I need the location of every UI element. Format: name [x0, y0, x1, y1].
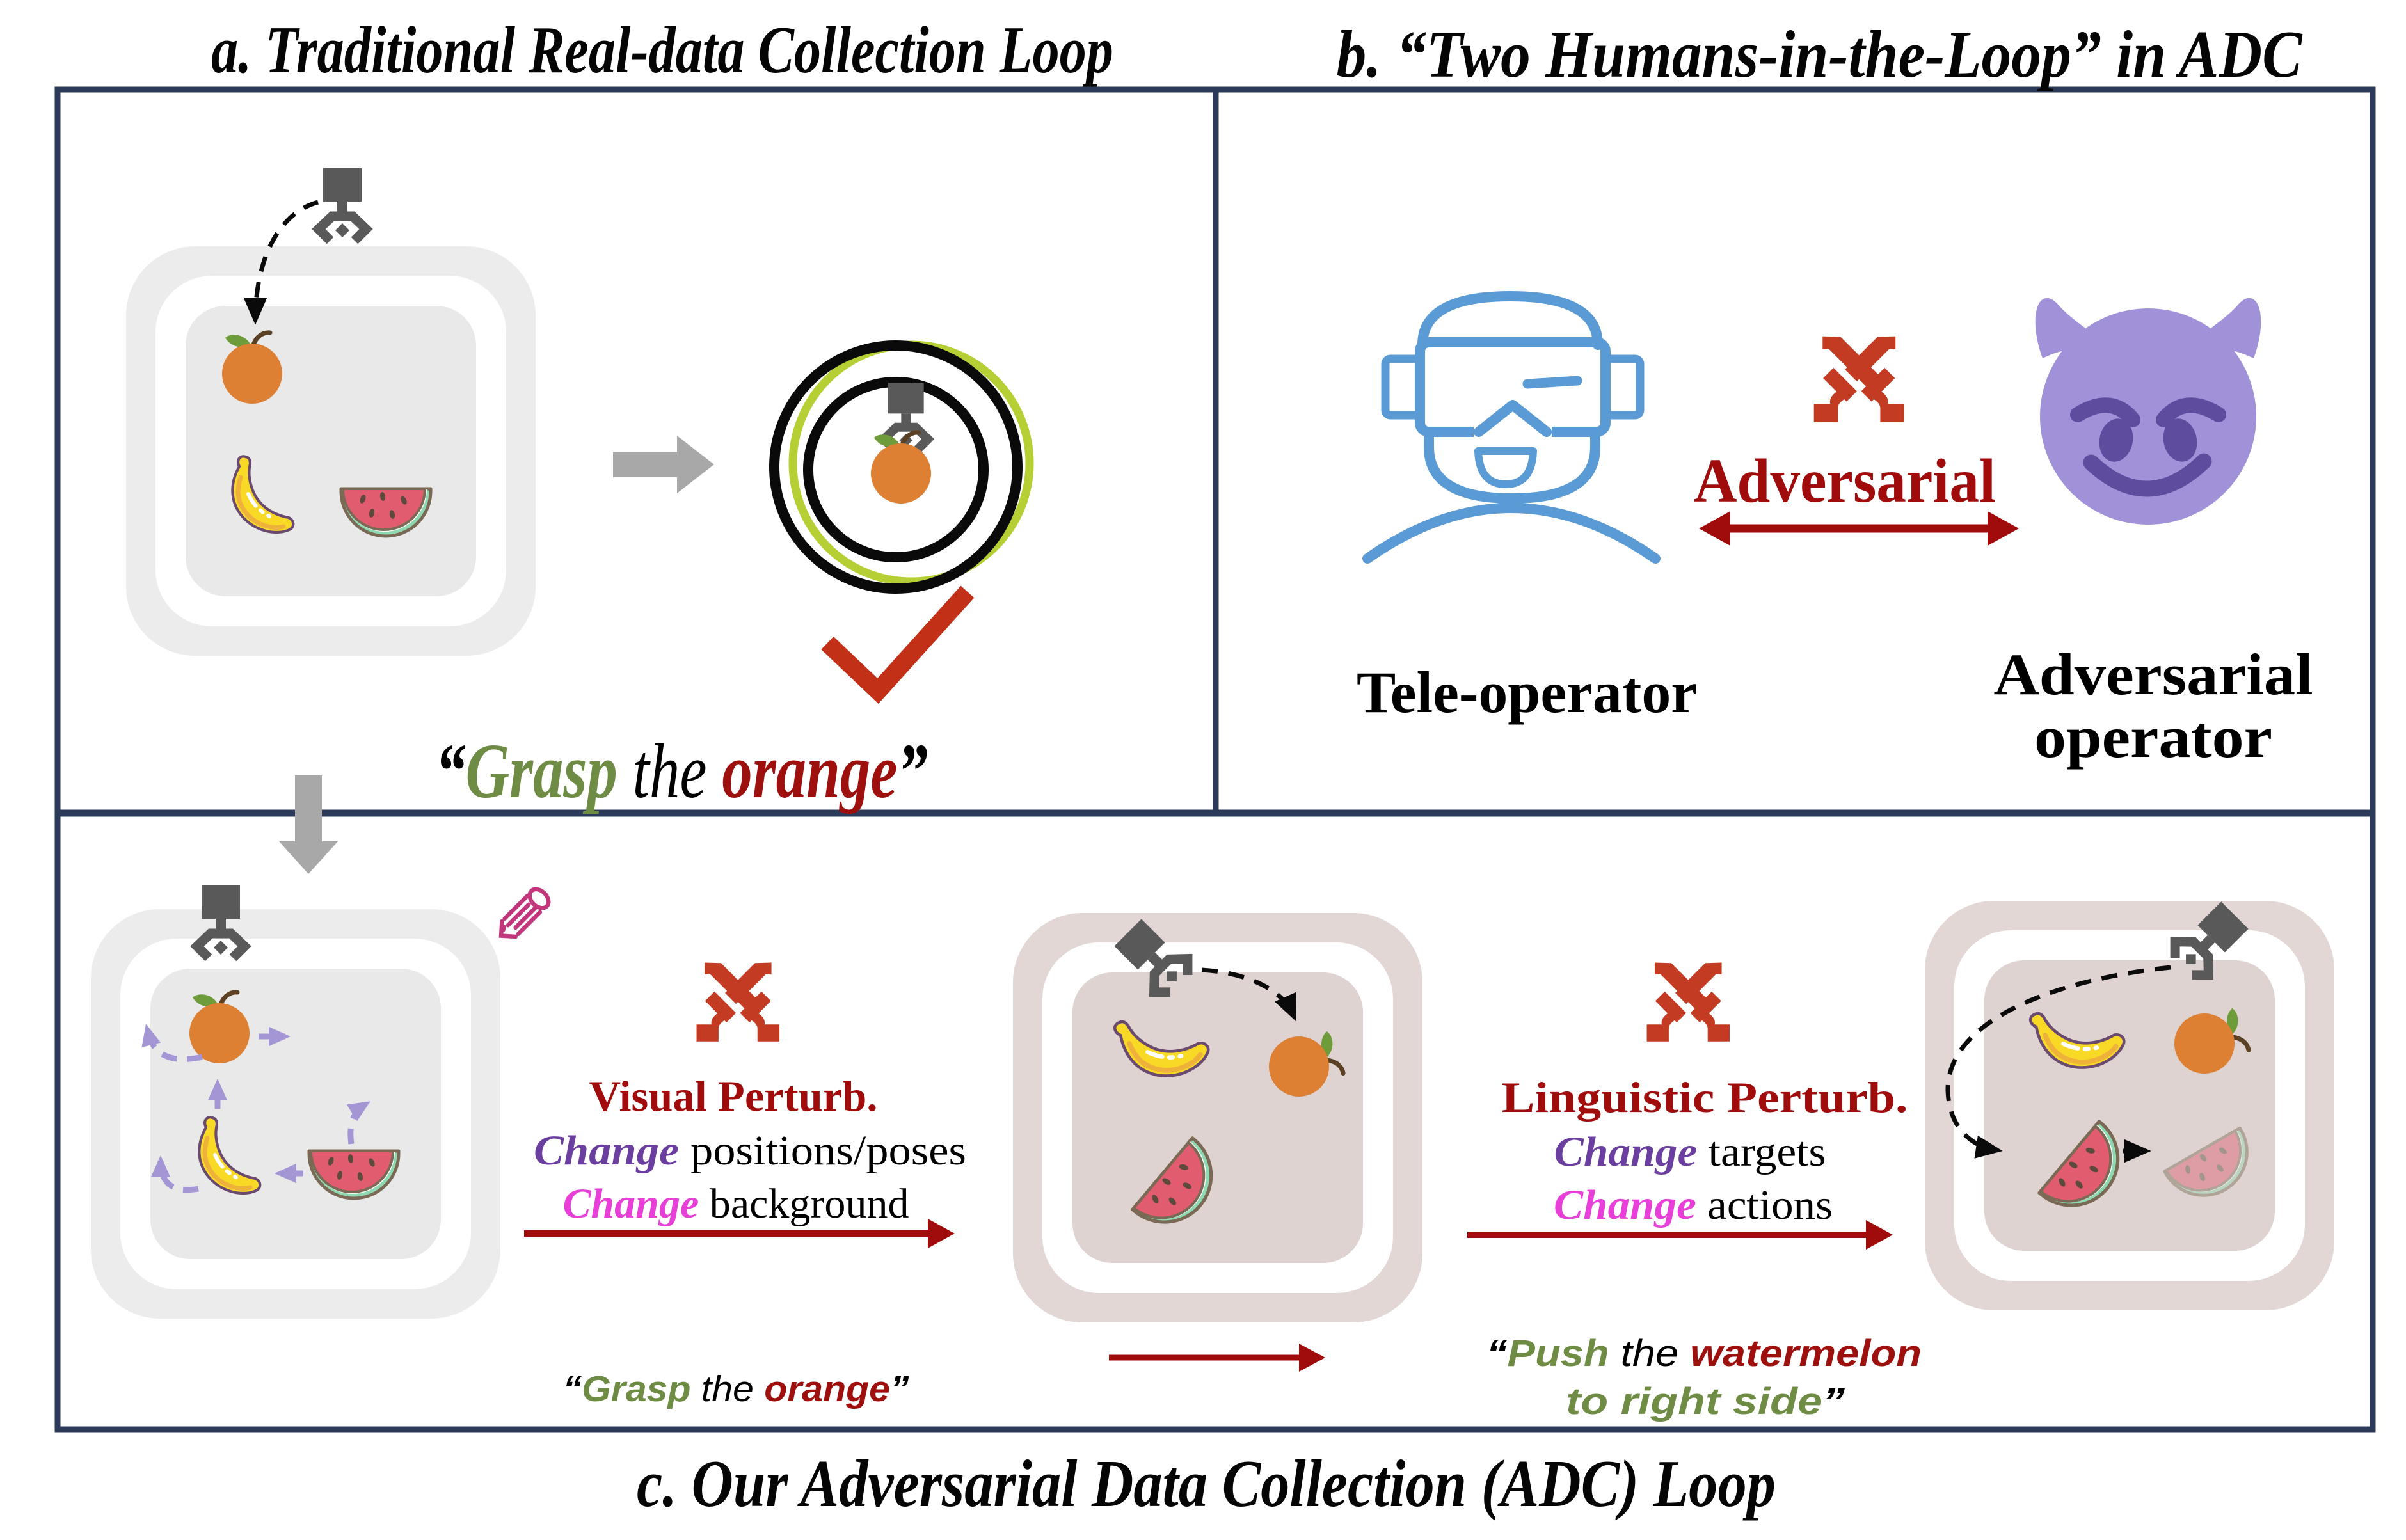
svg-text:c. Our Adversarial Data Collec: c. Our Adversarial Data Collection (ADC)…	[637, 1446, 1776, 1521]
svg-text:Adversarial: Adversarial	[1994, 642, 2313, 707]
svg-text:Change background: Change background	[563, 1180, 909, 1227]
svg-text:Change targets: Change targets	[1554, 1129, 1826, 1175]
svg-text:Adversarial: Adversarial	[1694, 447, 1996, 515]
svg-text:Change actions: Change actions	[1554, 1182, 1833, 1228]
svg-text:operator: operator	[2034, 704, 2272, 770]
svg-text:Visual Perturb.: Visual Perturb.	[589, 1072, 878, 1120]
svg-text:Linguistic Perturb.: Linguistic Perturb.	[1502, 1073, 1908, 1122]
svg-text:Change positions/poses: Change positions/poses	[534, 1127, 966, 1174]
svg-text:Tele-operator: Tele-operator	[1357, 660, 1697, 725]
svg-text:“Grasp the orange”: “Grasp the orange”	[435, 728, 928, 814]
svg-text:“Grasp the orange”: “Grasp the orange”	[563, 1369, 910, 1409]
svg-text:to right side”: to right side”	[1566, 1381, 1845, 1422]
svg-text:b. “Two Humans-in-the-Loop” in: b. “Two Humans-in-the-Loop” in ADC	[1337, 17, 2304, 91]
svg-text:“Push the watermelon: “Push the watermelon	[1486, 1333, 1922, 1374]
svg-text:a. Traditional Real-data Colle: a. Traditional Real-data Collection Loop	[211, 12, 1113, 87]
